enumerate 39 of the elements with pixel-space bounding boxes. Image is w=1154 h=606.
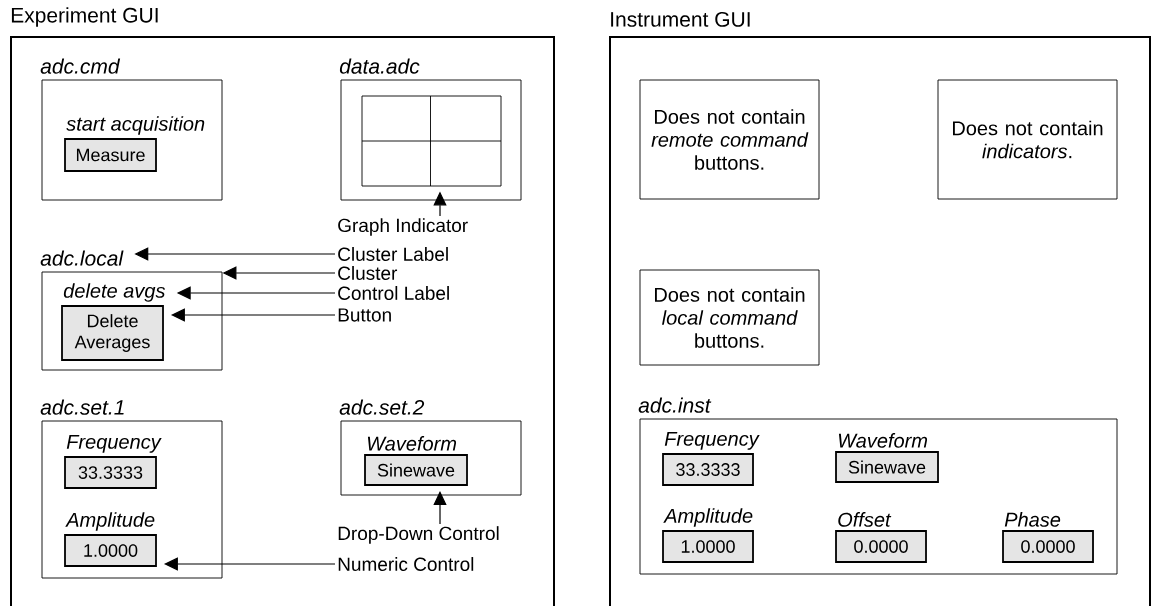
control-label: delete avgs xyxy=(63,283,166,302)
control-label: Frequency xyxy=(664,431,760,450)
window-title: Instrument GUI xyxy=(611,11,750,27)
control-label: Frequency xyxy=(66,434,162,453)
numeric-field: 1.0000 xyxy=(64,534,157,567)
control-label: Amplitude xyxy=(65,512,155,531)
window-title: Experiment GUI xyxy=(11,7,158,27)
callout-text: Drop-Down Control xyxy=(338,526,499,544)
cluster-label: data.adc xyxy=(339,58,420,74)
control-label: Offset xyxy=(838,512,892,527)
note-box: Does not contain remote command buttons. xyxy=(639,79,820,200)
numeric-field: 33.3333 xyxy=(662,453,754,486)
numeric-field: 0.0000 xyxy=(1002,530,1094,563)
control-label: Phase xyxy=(1004,512,1061,527)
control-label: start acquisition xyxy=(66,116,205,135)
callout-text: Button xyxy=(338,308,391,322)
note-box: Does not contain local command buttons. xyxy=(639,269,820,366)
callout-text: Control Label xyxy=(338,286,449,300)
control-label: Waveform xyxy=(367,436,457,451)
cluster-label: adc.set.1 xyxy=(40,399,124,415)
cluster-label: adc.inst xyxy=(638,397,712,413)
callout-text: Graph Indicator xyxy=(338,218,468,236)
callout-text: Numeric Control xyxy=(338,557,474,571)
callout-text: Cluster Label xyxy=(338,247,448,261)
graph-drawing xyxy=(361,95,502,187)
cluster-label: adc.set.2 xyxy=(339,399,425,415)
dropdown-menu: Sinewave xyxy=(364,454,468,486)
numeric-field: 0.0000 xyxy=(835,530,927,563)
control-label: Amplitude xyxy=(663,508,753,527)
cluster-label: adc.cmd xyxy=(40,58,121,74)
numeric-field: 1.0000 xyxy=(662,530,754,563)
dropdown-menu: Sinewave xyxy=(835,451,939,483)
control-label: Waveform xyxy=(838,433,928,448)
push-button: Measure xyxy=(64,138,157,172)
callout-text: Cluster xyxy=(338,266,398,280)
numeric-field: 33.3333 xyxy=(64,456,157,489)
note-box: Does not contain indicators. xyxy=(937,79,1118,200)
cluster-label: adc.local xyxy=(40,250,124,266)
push-button: Delete Averages xyxy=(61,305,164,361)
